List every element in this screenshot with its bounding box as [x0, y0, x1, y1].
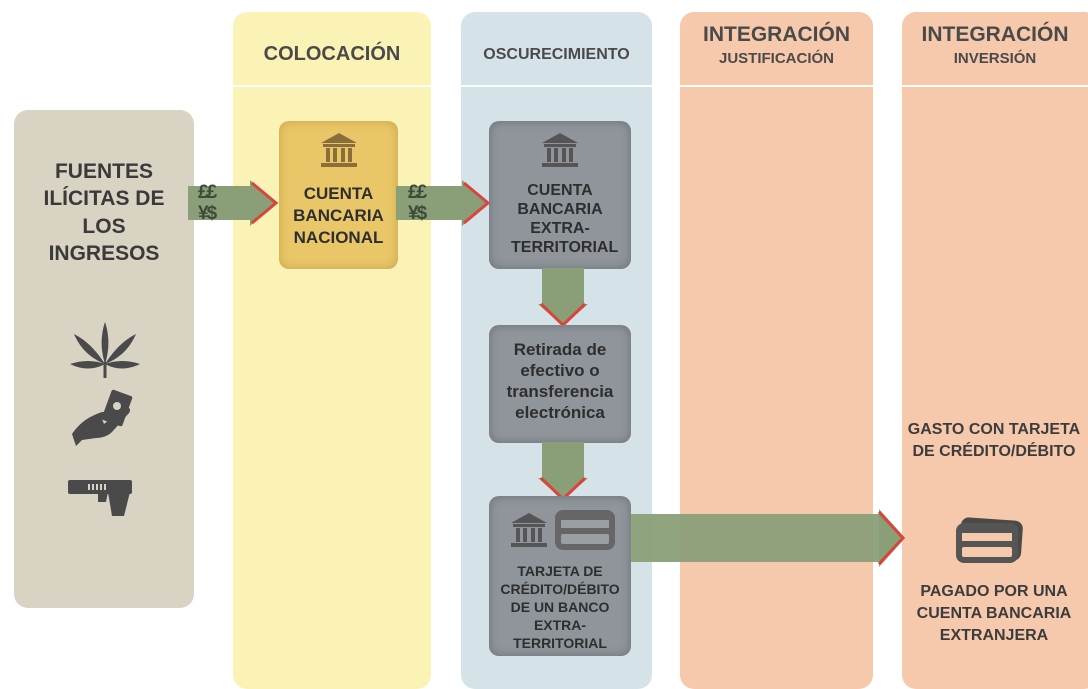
integration-justification-column	[680, 12, 873, 689]
currency-pound-euro-symbols: ££	[408, 182, 427, 203]
sources-title: FUENTES ILÍCITAS DE LOS INGRESOS	[43, 160, 165, 265]
layering-header: OSCURECIMIENTO	[461, 47, 652, 63]
credit-card-icon	[555, 510, 615, 550]
national-account-label: CUENTA BANCARIA NACIONAL	[293, 184, 384, 247]
placement-header: COLOCACIÓN	[233, 44, 431, 64]
header-divider	[230, 85, 1088, 87]
flow-arrow-sources-to-national: ££ ¥$	[188, 180, 280, 226]
integration-justification-header: INTEGRACIÓN JUSTIFICACIÓN	[680, 24, 873, 66]
integration-justification-subtitle: JUSTIFICACIÓN	[718, 50, 834, 67]
withdrawal-box: Retirada de efectivo o transferencia ele…	[489, 325, 631, 443]
integration-investment-column	[902, 12, 1088, 689]
integration-investment-subtitle: INVERSIÓN	[953, 50, 1037, 67]
offshore-account-label: CUENTA BANCARIA EXTRA-TERRITORIAL	[511, 182, 619, 256]
currency-yen-dollar-symbols: ¥$	[408, 203, 427, 224]
bank-icon	[542, 133, 578, 167]
currency-pound-euro-symbols: ££	[198, 182, 217, 203]
flow-arrow-card-to-integration	[625, 509, 907, 569]
offshore-card-label: TARJETA DE CRÉDITO/DÉBITO DE UN BANCO EX…	[500, 563, 620, 651]
flow-arrow-national-to-offshore: ££ ¥$	[396, 180, 492, 226]
integration-justification-title: INTEGRACIÓN	[703, 23, 850, 46]
withdrawal-label: Retirada de efectivo o transferencia ele…	[506, 340, 614, 422]
placement-column	[233, 12, 431, 689]
flow-arrow-withdrawal-to-card	[538, 442, 588, 502]
national-account-box: CUENTA BANCARIA NACIONAL	[279, 121, 398, 269]
hand-cash-icon	[72, 389, 133, 446]
offshore-account-box: CUENTA BANCARIA EXTRA-TERRITORIAL	[489, 121, 631, 269]
bank-icon	[321, 133, 357, 167]
bank-icon	[511, 513, 547, 547]
currency-yen-dollar-symbols: ¥$	[198, 203, 217, 224]
card-spending-label: GASTO CON TARJETA DE CRÉDITO/DÉBITO	[907, 421, 1081, 460]
integration-investment-header: INTEGRACIÓN INVERSIÓN	[902, 24, 1088, 66]
pistol-icon	[68, 480, 132, 516]
integration-investment-title: INTEGRACIÓN	[921, 23, 1069, 46]
paid-by-foreign-account-label: PAGADO POR UNA CUENTA BANCARIA EXTRANJER…	[916, 583, 1072, 644]
flow-arrow-offshore-to-withdrawal	[538, 268, 588, 328]
offshore-card-box: TARJETA DE CRÉDITO/DÉBITO DE UN BANCO EX…	[489, 496, 631, 656]
layering-header-label: OSCURECIMIENTO	[483, 46, 630, 63]
placement-header-label: COLOCACIÓN	[263, 43, 401, 65]
credit-card-icon	[956, 517, 1023, 563]
cannabis-leaf-icon	[70, 322, 140, 378]
